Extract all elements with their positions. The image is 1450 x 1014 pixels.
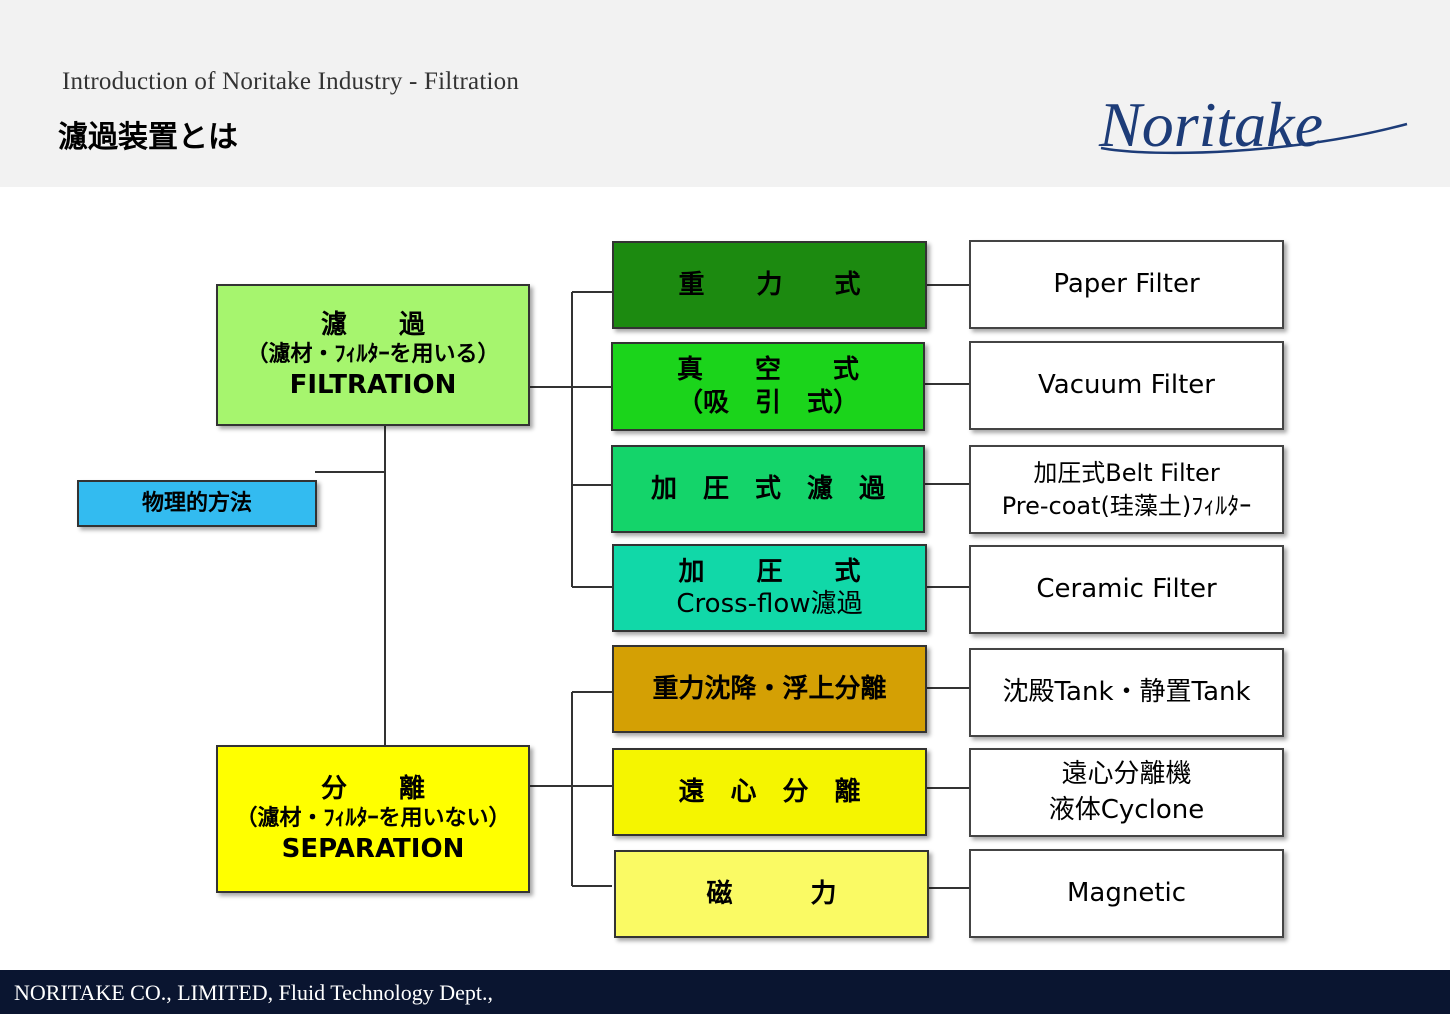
method-centrifugal-box: 遠 心 分 離 [612, 748, 927, 836]
method-gravity-box: 重 力 式 [612, 241, 927, 329]
root-method-label: 物理的方法 [141, 490, 252, 516]
method-vacuum-label: 真 空 式 [676, 355, 859, 385]
result-ceramic-filter-label: Ceramic Filter [1036, 573, 1217, 604]
header-band: Introduction of Noritake Industry - Filt… [0, 0, 1450, 187]
svg-text:Noritake: Noritake [1098, 89, 1323, 160]
method-gravity-label: 重 力 式 [678, 269, 861, 300]
separation-title: 分 離 [320, 773, 425, 804]
root-method-box: 物理的方法 [77, 480, 317, 527]
method-vacuum-box: 真 空 式 （吸 引 式） [611, 342, 925, 431]
method-magnetic-box: 磁 力 [614, 850, 929, 938]
noritake-logo: Noritake [1098, 89, 1408, 160]
result-paper-filter-box: Paper Filter [969, 240, 1284, 329]
method-crossflow-label: 加 圧 式 [678, 556, 861, 587]
page-title: 濾過装置とは [58, 120, 238, 155]
result-magnetic-box: Magnetic [969, 849, 1284, 938]
result-tank-label: 沈殿Tank・静置Tank [1002, 676, 1251, 707]
method-centrifugal-label: 遠 心 分 離 [678, 776, 861, 807]
method-sedimentation-label: 重力沈降・浮上分離 [652, 673, 887, 704]
result-vacuum-filter-box: Vacuum Filter [969, 341, 1284, 430]
result-centrifuge-box: 遠心分離機 液体Cyclone [969, 748, 1284, 837]
result-precoat-filter-label: Pre-coat(珪藻土)ﾌｨﾙﾀｰ [1001, 491, 1252, 520]
filtration-title: 濾 過 [320, 309, 425, 340]
footer-band: NORITAKE CO., LIMITED, Fluid Technology … [0, 970, 1450, 1014]
method-crossflow-box: 加 圧 式 Cross-flow濾過 [612, 544, 927, 632]
result-paper-filter-label: Paper Filter [1053, 268, 1200, 299]
method-pressure-filtration-label: 加 圧 式 濾 過 [650, 473, 885, 504]
filtration-box: 濾 過 （濾材・ﾌｨﾙﾀｰを用いる） FILTRATION [216, 284, 530, 426]
filtration-subtitle: （濾材・ﾌｨﾙﾀｰを用いる） [246, 342, 500, 368]
footer-text: NORITAKE CO., LIMITED, Fluid Technology … [14, 980, 494, 1005]
method-vacuum-sublabel: （吸 引 式） [676, 387, 859, 418]
separation-subtitle: （濾材・ﾌｨﾙﾀｰを用いない） [235, 806, 511, 832]
page-subtitle: Introduction of Noritake Industry - Filt… [62, 68, 520, 95]
separation-box: 分 離 （濾材・ﾌｨﾙﾀｰを用いない） SEPARATION [216, 745, 530, 893]
method-sedimentation-box: 重力沈降・浮上分離 [612, 645, 927, 733]
result-vacuum-filter-label: Vacuum Filter [1038, 369, 1215, 400]
result-ceramic-filter-box: Ceramic Filter [969, 545, 1284, 634]
filtration-english: FILTRATION [289, 369, 457, 400]
result-centrifuge-label: 遠心分離機 [1061, 759, 1192, 790]
result-magnetic-label: Magnetic [1066, 877, 1187, 908]
method-pressure-filtration-box: 加 圧 式 濾 過 [611, 445, 925, 533]
result-belt-filter-box: 加圧式Belt Filter Pre-coat(珪藻土)ﾌｨﾙﾀｰ [969, 445, 1284, 534]
result-tank-box: 沈殿Tank・静置Tank [969, 648, 1284, 737]
result-cyclone-label: 液体Cyclone [1048, 794, 1205, 825]
method-crossflow-sublabel: Cross-flow濾過 [676, 589, 863, 619]
separation-english: SEPARATION [281, 833, 465, 864]
method-magnetic-label: 磁 力 [706, 878, 837, 909]
result-belt-filter-label: 加圧式Belt Filter [1033, 459, 1220, 488]
